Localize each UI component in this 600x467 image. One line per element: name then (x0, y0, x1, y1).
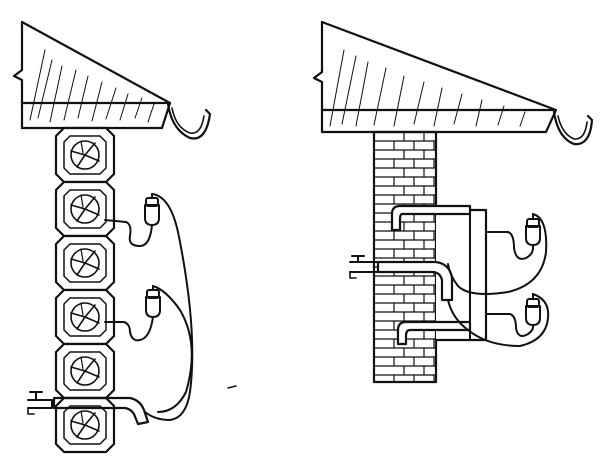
ice-block (54, 234, 116, 292)
pipe-upper (390, 204, 472, 232)
right-panel (312, 20, 594, 384)
left-wiring (104, 193, 194, 421)
left-panel (12, 20, 237, 454)
ice-block (54, 180, 116, 238)
left-gutter (166, 102, 212, 140)
ice-block (54, 126, 116, 184)
pipe-middle (376, 260, 454, 302)
ice-block (54, 342, 116, 400)
ice-block-wall (54, 126, 116, 454)
stray-mark (227, 385, 237, 389)
ice-block (54, 288, 116, 346)
right-gutter (552, 110, 594, 146)
insulator-upper-right (525, 213, 541, 246)
insulator-lower-right (525, 293, 541, 326)
insulator-lower-left (145, 285, 161, 318)
ice-block (54, 396, 116, 454)
pipe-lower (396, 320, 472, 346)
insulator-upper-left (144, 193, 160, 226)
left-roof-overhang (12, 20, 172, 130)
right-spigot (349, 255, 379, 279)
left-spigot (27, 391, 150, 426)
right-roof-overhang (312, 20, 558, 134)
right-wiring (447, 213, 550, 347)
